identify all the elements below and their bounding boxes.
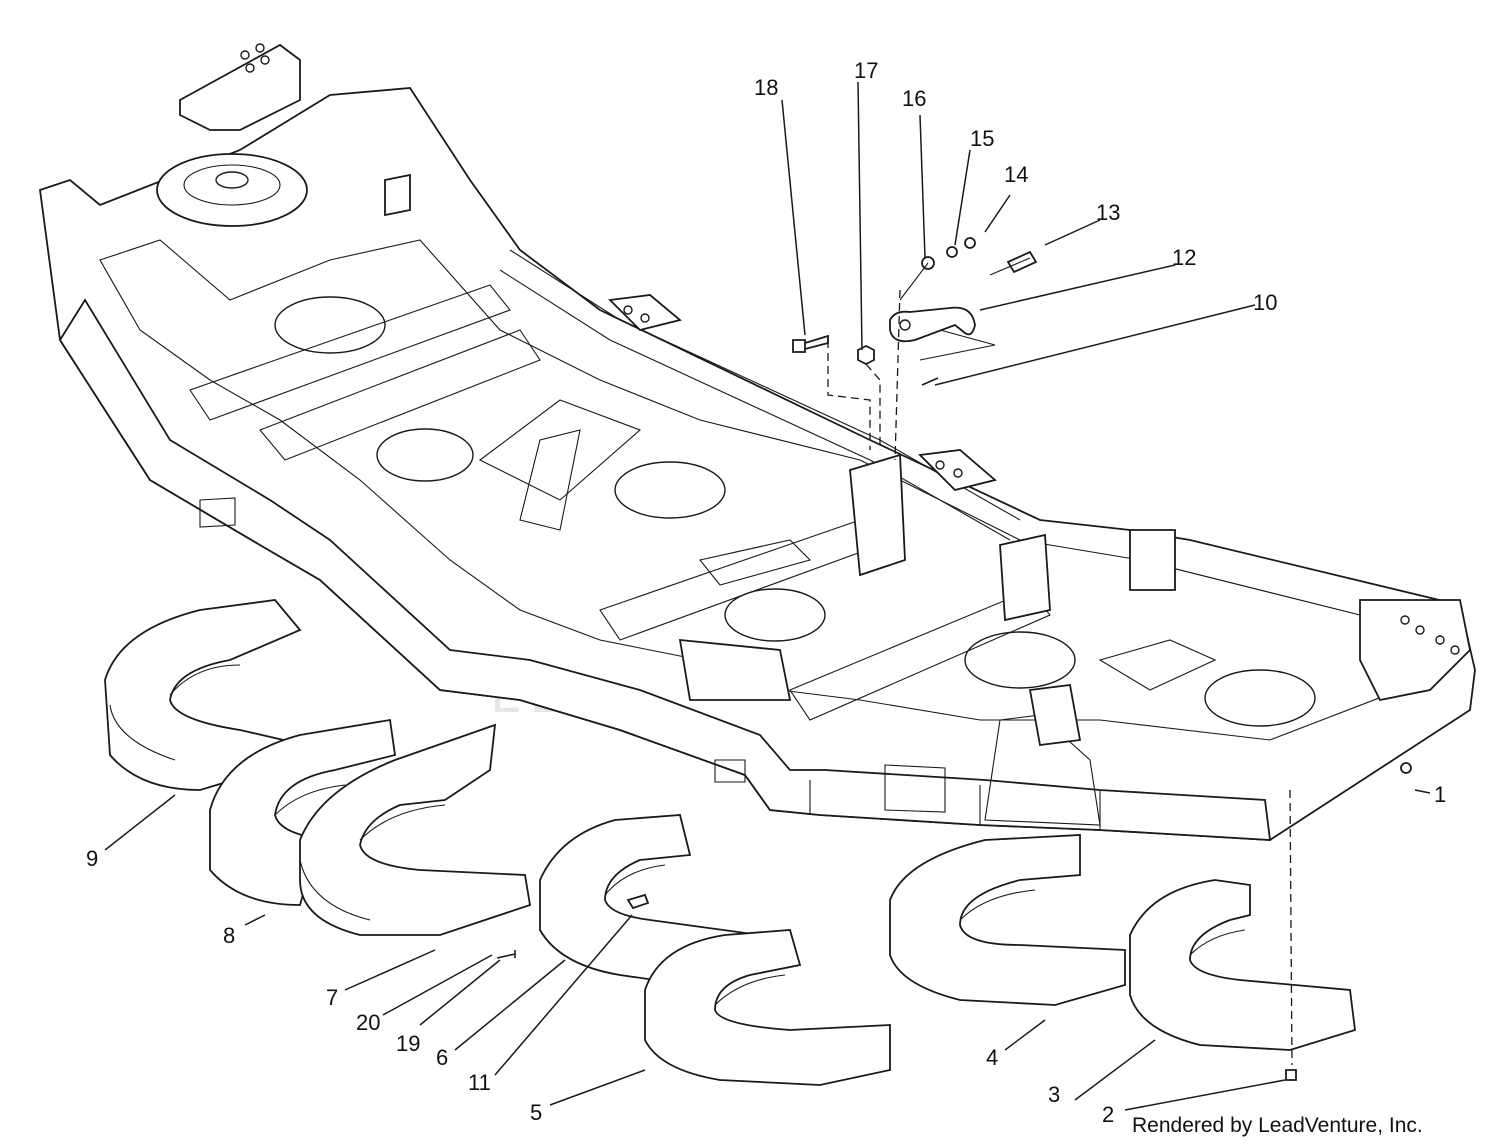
callout-20: 20 — [356, 1010, 380, 1035]
credit-text: Rendered by LeadVenture, Inc. — [1132, 1114, 1423, 1137]
bolt-11 — [626, 893, 650, 910]
hardware — [496, 237, 1412, 1081]
bracket-holes — [240, 43, 1460, 655]
callout-3: 3 — [1048, 1082, 1060, 1107]
nut-14 — [964, 237, 976, 249]
callout-15: 15 — [970, 126, 994, 151]
bolt-2 — [1285, 1069, 1297, 1081]
callout-8: 8 — [223, 923, 235, 948]
callout-11: 11 — [468, 1070, 491, 1095]
callout-14: 14 — [1004, 162, 1028, 187]
callout-4: 4 — [986, 1045, 998, 1070]
baffle-9 — [104, 599, 308, 791]
spacer-13 — [1006, 250, 1038, 274]
assembly-lines — [827, 257, 1293, 1066]
leader-lines — [104, 81, 1431, 1111]
bolt-18 — [792, 334, 829, 353]
callout-labels: 1 2 3 4 5 6 7 8 9 10 11 12 13 14 15 16 1… — [86, 58, 1446, 1127]
nut-17 — [857, 344, 875, 366]
baffles — [104, 599, 1356, 1086]
pin-10 — [921, 377, 939, 386]
baffle-5 — [644, 929, 891, 1086]
callout-16: 16 — [902, 86, 926, 111]
nut-1 — [1400, 762, 1412, 774]
callout-10: 10 — [1253, 290, 1277, 315]
callout-18: 18 — [754, 75, 778, 100]
lever-12 — [889, 306, 976, 343]
callout-17: 17 — [854, 58, 878, 83]
callout-19: 19 — [396, 1031, 420, 1056]
washer-15 — [946, 246, 958, 258]
callout-6: 6 — [436, 1045, 448, 1070]
callout-13: 13 — [1096, 200, 1120, 225]
callout-9: 9 — [86, 846, 98, 871]
mower-deck — [39, 43, 1476, 841]
baffle-3 — [1129, 879, 1356, 1051]
baffle-7 — [299, 723, 532, 936]
callout-12: 12 — [1172, 245, 1196, 270]
callout-2: 2 — [1102, 1102, 1114, 1127]
callout-1: 1 — [1434, 782, 1446, 807]
callout-7: 7 — [326, 985, 338, 1010]
baffle-4 — [889, 834, 1126, 1006]
callout-5: 5 — [530, 1100, 542, 1125]
